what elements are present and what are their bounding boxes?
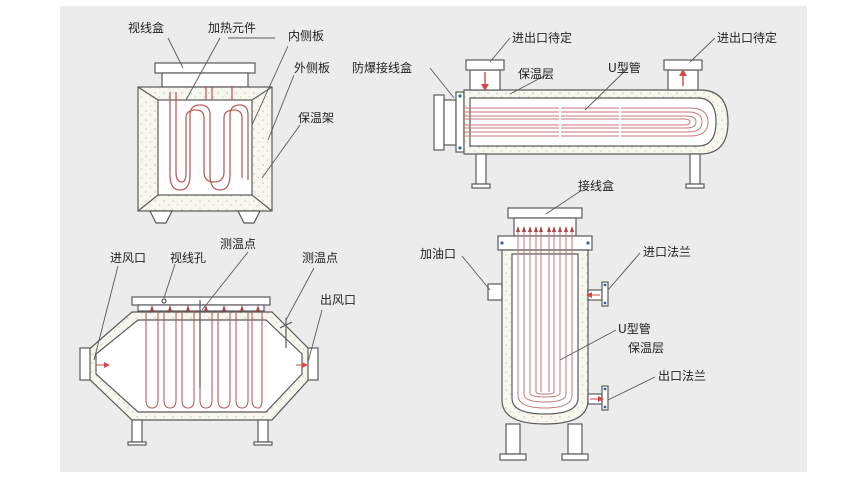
label-heating-element: 加热元件 bbox=[208, 21, 256, 35]
label-oil-inlet: 加油口 bbox=[420, 247, 456, 261]
explosion-proof-box bbox=[433, 94, 445, 151]
vertical-u-tubes bbox=[517, 232, 573, 409]
label-temp-point-2: 测温点 bbox=[302, 251, 338, 265]
box-heater-labels bbox=[167, 37, 301, 179]
label-junction-box-window: 视线盒 bbox=[128, 20, 164, 35]
label-insulation-layer-bottom: 保温层 bbox=[628, 341, 664, 355]
label-inlet-outlet-left: 进出口待定 bbox=[512, 30, 572, 45]
label-outlet-flange: 出口法兰 bbox=[658, 369, 706, 383]
label-outer-plate: 外侧板 bbox=[294, 61, 330, 75]
horizontal-heater bbox=[433, 59, 729, 189]
vertical-flow-arrows bbox=[586, 292, 604, 402]
horizontal-u-tubes bbox=[464, 107, 709, 137]
box-heater bbox=[137, 62, 273, 224]
label-air-outlet: 出风口 bbox=[320, 293, 356, 307]
label-temp-point-1: 测温点 bbox=[220, 237, 256, 251]
label-inner-plate: 内侧板 bbox=[288, 29, 324, 43]
label-junction-box: 接线盒 bbox=[578, 178, 614, 193]
label-inlet-flange: 进口法兰 bbox=[643, 245, 691, 259]
duct-heater bbox=[79, 296, 319, 446]
label-explosion-proof-box: 防爆接线盒 bbox=[352, 60, 412, 75]
duct-airflow-arrows bbox=[96, 362, 308, 368]
box-heater-tubes bbox=[169, 86, 249, 191]
duct-heating-elements bbox=[145, 311, 263, 409]
horizontal-flow-arrows bbox=[481, 69, 687, 91]
label-inlet-outlet-right: 进出口待定 bbox=[717, 30, 777, 45]
label-insulation-layer-top: 保温层 bbox=[518, 67, 554, 81]
label-u-tube-bottom: U型管 bbox=[618, 321, 651, 336]
label-insulation-frame: 保温架 bbox=[298, 111, 334, 125]
label-u-tube-top: U型管 bbox=[608, 60, 641, 75]
vertical-junction-box bbox=[507, 207, 583, 219]
label-view-hole: 视线孔 bbox=[170, 250, 206, 265]
label-air-inlet: 进风口 bbox=[110, 251, 146, 265]
box-heater-inner-plate bbox=[157, 99, 253, 196]
